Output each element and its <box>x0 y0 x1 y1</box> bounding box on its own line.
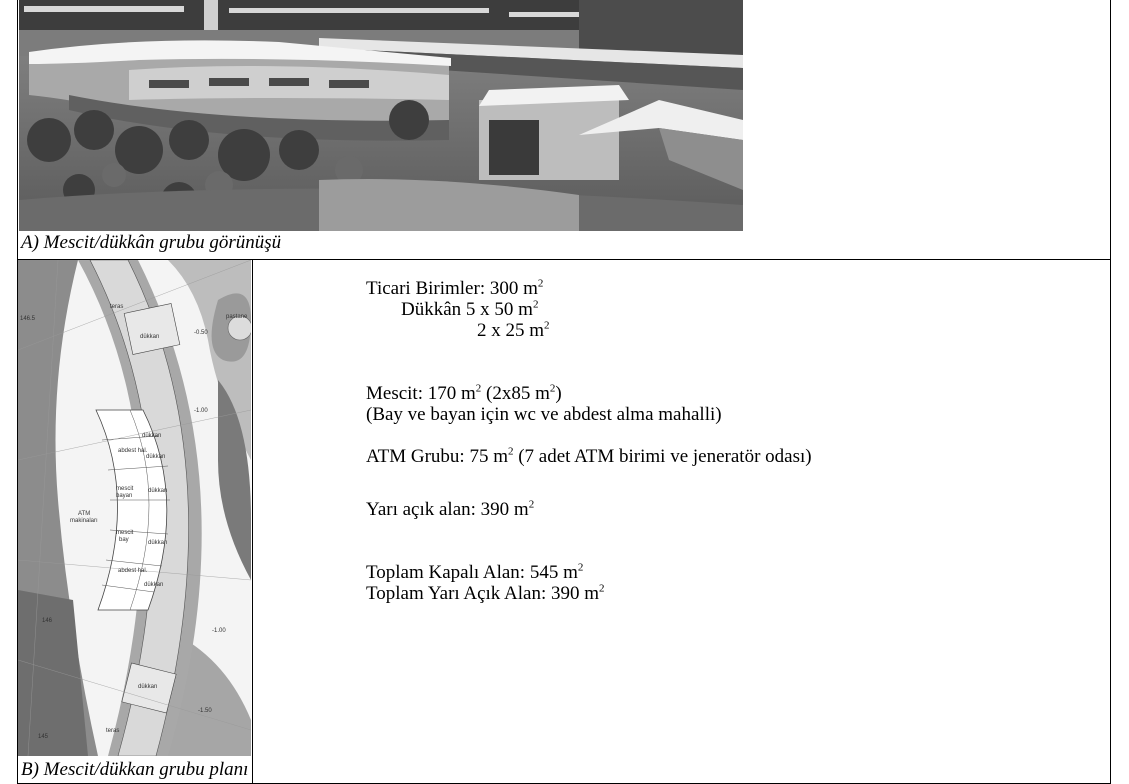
plan-label-pastane: pastane <box>226 314 248 320</box>
plan-label-makinalari: makinaları <box>70 518 98 524</box>
caption-a: A) Mescit/dükkân grubu görünüşü <box>21 232 282 253</box>
info-mescit-note: (Bay ve bayan için wc ve abdest alma mah… <box>366 404 722 425</box>
plan-label-dukkan-5: dükkan <box>148 540 167 546</box>
plan-level-minus-100-top: -1.00 <box>194 408 208 414</box>
info-toplam-yari-acik: Toplam Yarı Açık Alan: 390 m2 <box>366 582 605 604</box>
plan-label-teras-bottom: teras <box>106 728 119 734</box>
plan-label-dukkan-1: dükkan <box>140 334 159 340</box>
plan-elevation-145: 145 <box>38 734 49 740</box>
info-mescit: Mescit: 170 m2 (2x85 m2) <box>366 382 562 404</box>
plan-label-dukkan-2: dükkan <box>142 433 161 439</box>
plan-label-bay: bay <box>119 537 129 543</box>
plan-elevation-146: 146 <box>42 618 53 624</box>
plan-label-dukkan-3: dükkan <box>146 454 165 460</box>
plan-level-minus-100-bottom: -1.00 <box>212 628 226 634</box>
plan-label-atm: ATM <box>78 511 90 517</box>
figure-b-cell: 146.5 146 145 teras teras dükkan dükkan … <box>17 259 253 784</box>
info-dukkan-line1: Dükkân 5 x 50 m2 <box>401 298 539 320</box>
plan-level-minus-050: -0.50 <box>194 330 208 336</box>
plan-label-teras-top: teras <box>110 304 123 310</box>
plan-label-bayan: bayan <box>116 493 132 499</box>
info-atm: ATM Grubu: 75 m2 (7 adet ATM birimi ve j… <box>366 445 812 467</box>
figure-a-cell: A) Mescit/dükkân grubu görünüşü <box>17 0 1111 260</box>
plan-label-abdest-top: abdest hal. <box>118 448 148 454</box>
caption-b: B) Mescit/dükkan grubu planı <box>21 759 249 780</box>
info-dukkan-line2: 2 x 25 m2 <box>477 319 550 341</box>
plan-label-abdest-bottom: abdest hal. <box>118 568 148 574</box>
rendering-photo <box>19 0 743 231</box>
area-info-cell: Ticari Birimler: 300 m2 Dükkân 5 x 50 m2… <box>252 259 1111 784</box>
info-toplam-kapali: Toplam Kapalı Alan: 545 m2 <box>366 561 584 583</box>
plan-label-dukkan-7: dükkan <box>138 684 157 690</box>
plan-elevation-146-5: 146.5 <box>20 316 36 322</box>
plan-label-mescit-1: mescit <box>116 486 134 492</box>
plan-label-dukkan-4: dükkan <box>148 488 167 494</box>
info-ticari: Ticari Birimler: 300 m2 <box>366 277 544 299</box>
site-plan-drawing: 146.5 146 145 teras teras dükkan dükkan … <box>18 260 251 756</box>
plan-level-minus-150: -1.50 <box>198 708 212 714</box>
plan-label-dukkan-6: dükkan <box>144 582 163 588</box>
info-yari-acik: Yarı açık alan: 390 m2 <box>366 498 535 520</box>
plan-label-mescit-2: mescit <box>116 530 134 536</box>
